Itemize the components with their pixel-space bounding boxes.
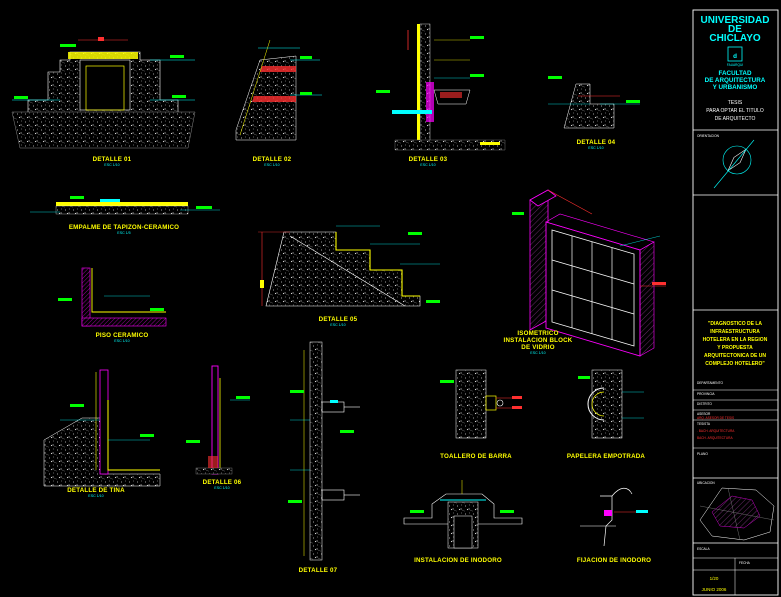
detail-01-drawing [11, 37, 196, 149]
piso-ceramico-scale: ESC 1/10 [114, 339, 129, 343]
iso-label-line-3: DE VIDRIO [521, 344, 554, 351]
papelera-label: PAPELERA EMPOTRADA [567, 453, 646, 460]
detail-05-label: DETALLE 05 [319, 316, 358, 323]
north-arrow-icon [713, 139, 755, 189]
thesis-line-3: DE ARQUITECTO [715, 116, 756, 122]
faculty-line-2: DE ARQUITECTURA [705, 77, 766, 84]
toallero-drawing [440, 369, 522, 439]
detail-04-label: DETALLE 04 [577, 139, 616, 146]
empalme-scale: ESC 1/5 [117, 231, 130, 235]
sheet-date: JUNIO 2006 [702, 587, 727, 592]
detail-07-drawing [288, 341, 360, 561]
field-tesista: TESISTA [697, 422, 711, 426]
iso-scale: ESC 1/10 [530, 351, 545, 355]
detail-tina-scale: ESC 1/10 [88, 494, 103, 498]
empalme-label: EMPALME DE TAPIZON-CERAMICO [69, 224, 179, 231]
thesis-line-2: PARA OPTAR EL TITULO [706, 108, 764, 114]
fecha-label: FECHA [739, 561, 751, 565]
iso-label-line-1: ISOMETRICO [517, 330, 558, 337]
fijacion-inodoro-drawing [580, 487, 648, 547]
detail-07-label: DETALLE 07 [299, 567, 338, 574]
university-line-2: DE [728, 24, 742, 35]
piso-ceramico-drawing [58, 267, 167, 327]
iso-label-line-2: INSTALACION BLOCK [504, 337, 573, 344]
detail-05-scale: ESC 1/10 [330, 323, 345, 327]
detail-06-scale: ESC 1/10 [214, 486, 229, 490]
detail-01-scale: ESC 1/10 [104, 163, 119, 167]
location-label: UBICACION [697, 481, 715, 485]
detail-02-drawing [235, 39, 322, 141]
piso-ceramico-label: PISO CERAMICO [96, 332, 149, 339]
papelera-drawing [578, 369, 644, 439]
faculty-logo [727, 46, 743, 62]
university-line-3: CHICLAYO [709, 33, 761, 44]
detail-tina-drawing [43, 369, 161, 487]
instalacion-inodoro-drawing [403, 480, 523, 549]
field-departamento: DEPARTAMENTO [697, 381, 723, 385]
detail-06-drawing [186, 365, 250, 475]
thesis-line-1: TESIS [728, 100, 743, 106]
detail-01-label: DETALLE 01 [93, 156, 132, 163]
fijacion-inodoro-label: FIJACION DE INODORO [577, 557, 651, 564]
location-map [699, 487, 775, 541]
project-line-1: "DIAGNOSTICO DE LA [708, 321, 762, 327]
detail-02-scale: ESC 1/10 [264, 163, 279, 167]
detail-05-drawing [258, 225, 440, 307]
detail-06-label: DETALLE 06 [203, 479, 242, 486]
faculty-line-3: Y URBANISMO [713, 84, 758, 91]
faculty-logo-caption: FAUARQUI [727, 63, 743, 67]
project-line-3: HOTELERA EN LA REGION [703, 337, 768, 343]
detail-03-scale: ESC 1/10 [420, 163, 435, 167]
tesista-name-1: . BACH. ARQUITECTURA [697, 429, 735, 433]
faculty-logo-glyph: d [733, 53, 737, 60]
orientation-label: ORIENTACION [697, 134, 720, 138]
detail-04-scale: ESC 1/10 [588, 146, 603, 150]
toallero-label: TOALLERO DE BARRA [440, 453, 512, 460]
asesor-name: ARQ. ASESOR DE TESIS [697, 416, 734, 420]
iso-glass-block-drawing [512, 189, 666, 357]
empalme-drawing [30, 196, 220, 215]
scale-label: ESCALA [697, 547, 710, 551]
project-line-4: Y PROPUESTA [717, 345, 753, 351]
plano-label: PLANO [697, 452, 708, 456]
project-line-6: COMPLEJO HOTELERO" [705, 361, 765, 367]
detail-04-drawing [548, 76, 640, 129]
university-line-1: UNIVERSIDAD [701, 15, 770, 26]
field-provincia: PROVINCIA [697, 392, 715, 396]
detail-02-label: DETALLE 02 [253, 156, 292, 163]
detail-03-drawing [376, 23, 506, 151]
project-line-5: ARQUITECTONICA DE UN [704, 353, 766, 359]
faculty-line-1: FACULTAD [719, 70, 752, 77]
sheet-number: 1/20 [710, 576, 719, 581]
detail-03-label: DETALLE 03 [409, 156, 448, 163]
detail-tina-label: DETALLE DE TINA [67, 487, 125, 494]
tesista-name-2: BACH. ARQUITECTURA [697, 436, 733, 440]
instalacion-inodoro-label: INSTALACION DE INODORO [414, 557, 502, 564]
project-line-2: INFRAESTRUCTURA [710, 329, 760, 335]
field-asesor: ASESOR [697, 412, 711, 416]
field-distrito: DISTRITO [697, 402, 712, 406]
